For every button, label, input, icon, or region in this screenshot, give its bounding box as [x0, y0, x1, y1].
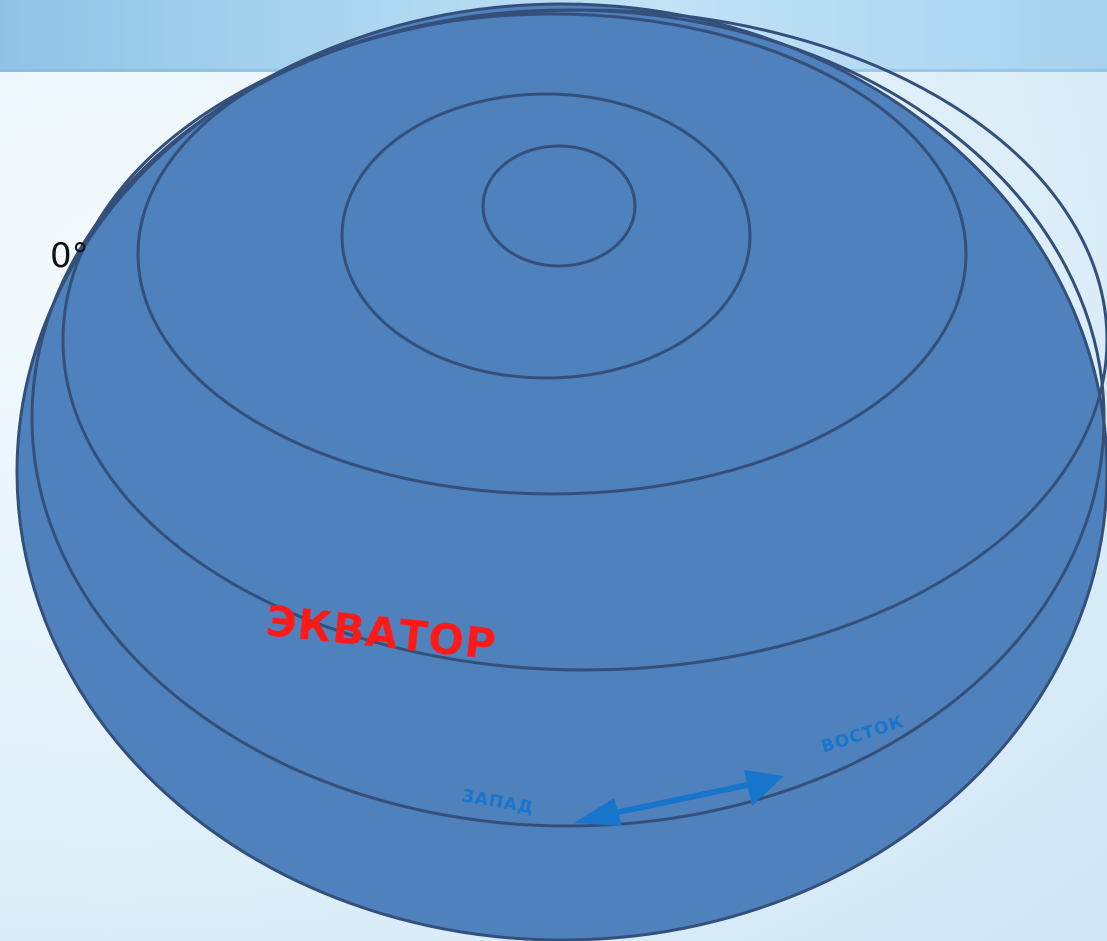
- globe-body: [15, 2, 1107, 941]
- equator-line: [61, 8, 1107, 672]
- latitude-line-1: [136, 12, 968, 496]
- zero-degree-label: 0°: [50, 236, 89, 276]
- latitude-line-3: [481, 144, 637, 268]
- direction-arrow: [574, 770, 784, 826]
- latitude-line-2: [340, 92, 752, 380]
